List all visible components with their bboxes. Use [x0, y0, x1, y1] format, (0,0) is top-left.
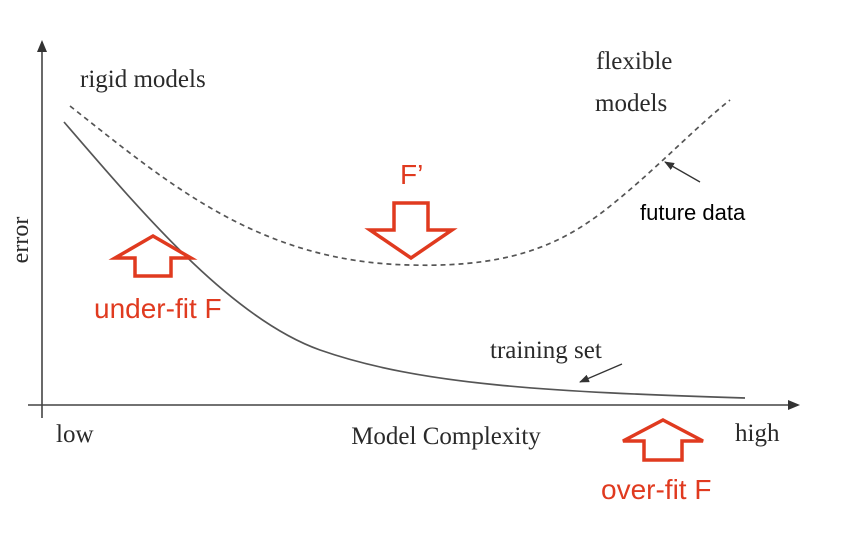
underfit-label: under-fit F [94, 293, 222, 324]
future-pointer-arrow [664, 161, 701, 183]
overfit-label: over-fit F [601, 474, 711, 505]
overfit-up-arrow-icon [622, 418, 704, 462]
training-pointer-arrow [579, 363, 623, 383]
training-set-curve [63, 121, 746, 399]
future-data-label: future data [640, 200, 746, 225]
flexible-label: flexible [596, 48, 672, 75]
rigid-models-label: rigid models [80, 66, 206, 93]
models-label: models [595, 90, 667, 117]
x-low-label: low [56, 421, 94, 448]
optimum-down-arrow-icon [364, 201, 458, 261]
training-set-label: training set [490, 337, 602, 364]
y-axis-label: error [8, 217, 34, 264]
future-data-curve [69, 99, 731, 267]
x-high-label: high [735, 420, 780, 447]
underfit-up-arrow-icon [108, 233, 198, 278]
x-axis-label: Model Complexity [351, 423, 541, 450]
optimum-label: F’ [400, 159, 423, 190]
